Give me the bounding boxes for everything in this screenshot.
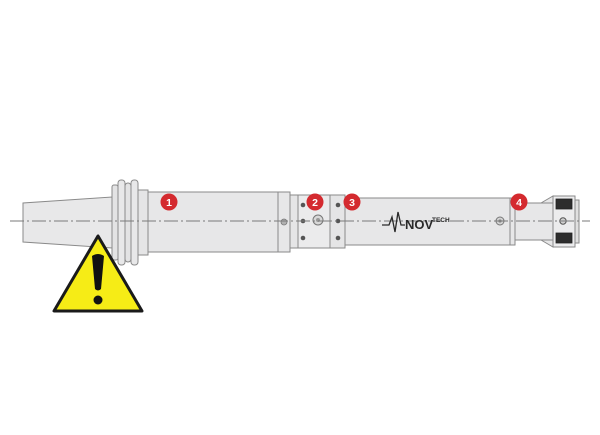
brand-logo: NOV TECH xyxy=(382,211,450,233)
marker-3: 3 xyxy=(343,193,361,211)
marker-2-label: 2 xyxy=(312,197,318,209)
warning-icon xyxy=(52,234,144,313)
holder-flange xyxy=(111,179,149,266)
marker-4: 4 xyxy=(510,193,528,211)
marker-1: 1 xyxy=(160,193,178,211)
marker-4-label: 4 xyxy=(516,197,522,209)
marker-1-label: 1 xyxy=(166,197,172,209)
marker-2: 2 xyxy=(306,193,324,211)
marker-3-label: 3 xyxy=(349,197,355,209)
logo-sub-text: TECH xyxy=(432,217,450,224)
logo-main-text: NOV xyxy=(405,217,434,232)
